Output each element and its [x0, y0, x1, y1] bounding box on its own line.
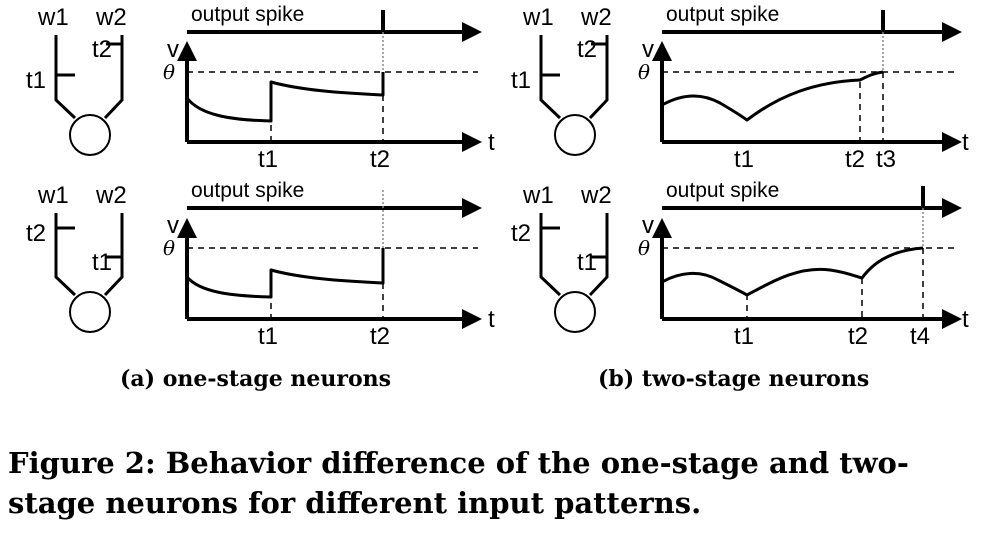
w2-label: w2 — [580, 4, 612, 31]
theta-label: θ — [638, 236, 650, 260]
w2-label: w2 — [95, 182, 127, 209]
panel-a-top: w1 w2 t1 t2 output spike v θ t t1 t2 — [26, 3, 495, 173]
v-axis-label: v — [167, 212, 179, 239]
output-spike-label: output spike — [666, 3, 779, 26]
t1-tick-label: t1 — [258, 146, 278, 173]
t2-tick-label: t2 — [845, 146, 865, 173]
w2-label: w2 — [580, 182, 612, 209]
t-axis-label: t — [488, 129, 495, 156]
v-axis-label: v — [642, 36, 654, 63]
t-axis-label: t — [488, 306, 495, 333]
t-axis-label: t — [962, 306, 969, 333]
neuron-icon: w1 w2 t1 t2 — [26, 4, 127, 156]
w1-label: w1 — [522, 182, 554, 209]
output-spike-label: output spike — [191, 179, 304, 202]
figure-caption: Figure 2: Behavior difference of the one… — [8, 446, 909, 520]
neuron-icon: w1 w2 t2 t1 — [511, 182, 612, 333]
membrane-potential-curve — [661, 70, 884, 122]
t1-tick-label: t1 — [734, 146, 754, 173]
membrane-potential-curve — [661, 246, 924, 297]
t1-input-label: t1 — [511, 67, 531, 94]
theta-label: θ — [163, 60, 175, 84]
t1-input-label: t1 — [577, 249, 597, 276]
membrane-potential-curve — [185, 248, 385, 299]
t-axis-label: t — [962, 129, 969, 156]
panel-b-top: w1 w2 t1 t2 output spike v θ t t1 t2 t3 — [511, 3, 969, 173]
w1-label: w1 — [522, 4, 554, 31]
t1-input-label: t1 — [92, 249, 112, 276]
panel-b-bottom: w1 w2 t2 t1 output spike v θ t t1 t2 t4 — [511, 179, 969, 350]
t2-input-label: t2 — [92, 36, 112, 63]
theta-label: θ — [638, 60, 650, 84]
t2-input-label: t2 — [511, 220, 531, 247]
neuron-icon: w1 w2 t1 t2 — [511, 4, 612, 156]
t3-tick-label: t3 — [876, 146, 896, 173]
t1-tick-label: t1 — [734, 323, 754, 350]
w1-label: w1 — [37, 4, 69, 31]
neuron-icon: w1 w2 t2 t1 — [26, 182, 127, 333]
t2-tick-label: t2 — [370, 323, 390, 350]
t1-tick-label: t1 — [258, 323, 278, 350]
w2-label: w2 — [95, 4, 127, 31]
v-axis-label: v — [167, 36, 179, 63]
t2-tick-label: t2 — [370, 146, 390, 173]
subcaption-a: (a) one-stage neurons — [120, 366, 391, 392]
t2-input-label: t2 — [26, 220, 46, 247]
t4-tick-label: t4 — [910, 323, 930, 350]
w1-label: w1 — [37, 182, 69, 209]
t1-input-label: t1 — [26, 67, 46, 94]
output-spike-label: output spike — [666, 179, 779, 202]
v-axis-label: v — [642, 212, 654, 239]
output-spike-label: output spike — [191, 3, 304, 26]
subcaption-b: (b) two-stage neurons — [598, 366, 869, 392]
t2-tick-label: t2 — [848, 323, 868, 350]
membrane-potential-curve — [185, 72, 385, 123]
panel-a-bottom: w1 w2 t2 t1 output spike v θ t t1 t2 — [26, 179, 495, 350]
theta-label: θ — [163, 236, 175, 260]
t2-input-label: t2 — [577, 36, 597, 63]
